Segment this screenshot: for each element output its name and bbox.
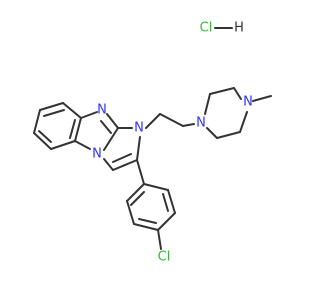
bond-n-bridge-c bbox=[106, 113, 119, 129]
n-bridge-label: N bbox=[97, 103, 107, 118]
bond-piperazine-1 bbox=[204, 93, 211, 115]
bond-c-c-imidazole-double bbox=[112, 153, 132, 163]
bond-benzene-2 bbox=[62, 102, 82, 119]
bond-ch2-ch2 bbox=[159, 113, 184, 127]
bond-n-bridge-c-double bbox=[100, 120, 112, 134]
bond-benzene-6 bbox=[33, 109, 41, 134]
bond-n-imidazole-c bbox=[136, 136, 141, 161]
cl-salt-label: Cl bbox=[200, 21, 213, 36]
bond-benzene-1-inner bbox=[43, 109, 65, 117]
bond-aryl-cl bbox=[157, 229, 162, 250]
bond-aryl-3-inner bbox=[138, 218, 157, 224]
bond-c-n-fused-c bbox=[103, 158, 114, 171]
bond-piperazine-6 bbox=[206, 127, 218, 139]
bond-n-methyl bbox=[252, 95, 272, 102]
n-piperazine-1-label: N bbox=[196, 116, 206, 131]
bond-benzene-1 bbox=[39, 102, 64, 111]
bond-piperazine-2 bbox=[209, 87, 235, 95]
bond-ch2-n-piperazine bbox=[182, 123, 195, 127]
bond-c-n-fused-b bbox=[74, 140, 91, 150]
bond-imidazole-aryl bbox=[136, 159, 145, 185]
bond-aryl-5-inner bbox=[162, 193, 169, 212]
bond-benzene-4 bbox=[50, 140, 76, 150]
bond-piperazine-5 bbox=[216, 131, 241, 139]
bond-aryl-6 bbox=[143, 183, 169, 191]
bond-n-ch2-a bbox=[145, 113, 161, 129]
n-fused-label: N bbox=[92, 147, 102, 162]
bond-aryl-2 bbox=[126, 200, 135, 225]
molecule-structure-canvas: Cl H N N N N N Cl bbox=[33, 21, 272, 265]
n-piperazine-4-label: N bbox=[243, 95, 253, 110]
bond-c-n-fused-a bbox=[103, 127, 119, 151]
bond-aryl-1-inner bbox=[130, 191, 145, 206]
bond-benzene-3-inner bbox=[69, 119, 76, 139]
bond-piperazine-4 bbox=[239, 111, 248, 133]
bond-aryl-4 bbox=[157, 212, 176, 231]
n-imidazole-label: N bbox=[134, 121, 144, 136]
bond-c-c-imidazole bbox=[112, 159, 138, 171]
bond-c-n-bridge bbox=[80, 111, 98, 119]
bond-benzene-3 bbox=[74, 117, 82, 142]
bond-benzene-5-inner bbox=[38, 130, 52, 143]
bond-aryl-3 bbox=[133, 223, 159, 231]
atom-labels-layer: Cl H N N N N N Cl bbox=[92, 21, 253, 265]
h-salt-label: H bbox=[234, 21, 244, 36]
bond-aryl-5 bbox=[167, 189, 176, 214]
bond-piperazine-3 bbox=[233, 87, 242, 100]
bonds-layer bbox=[33, 27, 272, 250]
bond-benzene-5 bbox=[33, 132, 52, 150]
cl-aryl-label: Cl bbox=[158, 250, 171, 265]
bond-aryl-1 bbox=[126, 183, 145, 202]
